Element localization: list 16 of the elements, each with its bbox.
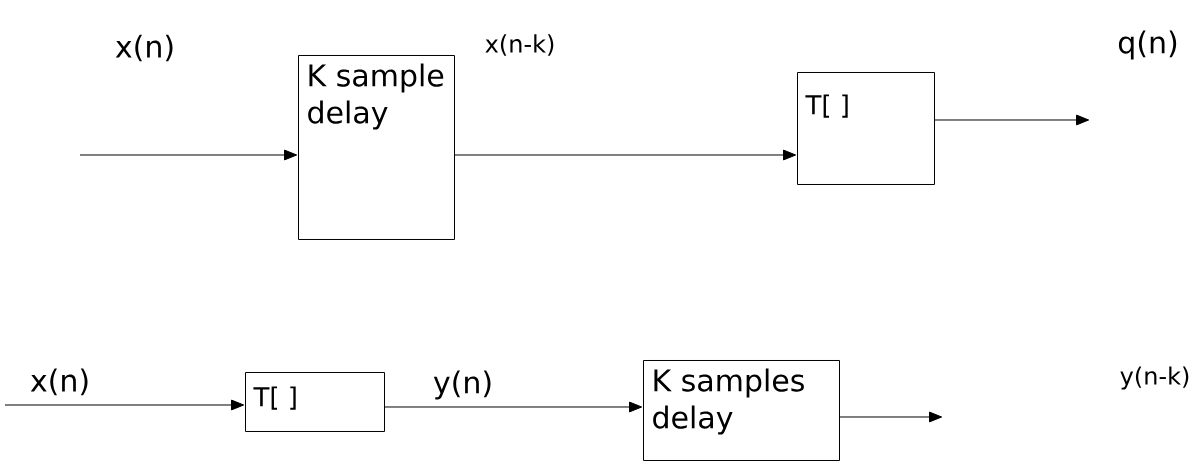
signal-label: x(n-k) [485, 34, 554, 56]
signal-label: x(n) [30, 368, 88, 396]
arrow [934, 114, 1090, 126]
signal-label: q(n) [1118, 30, 1177, 60]
signal-label: y(n-k) [1120, 366, 1189, 390]
signal-label: x(n) [115, 34, 173, 62]
arrow [454, 149, 797, 161]
block-box: K samples delay [643, 360, 840, 461]
block-box: T[ ] [797, 72, 935, 185]
arrow [79, 149, 298, 161]
arrow [384, 401, 643, 413]
signal-label: y(n) [433, 370, 491, 400]
block-box: T[ ] [245, 372, 385, 432]
arrow [4, 399, 245, 411]
arrow [839, 411, 943, 423]
block-box: K sample delay [298, 55, 455, 240]
